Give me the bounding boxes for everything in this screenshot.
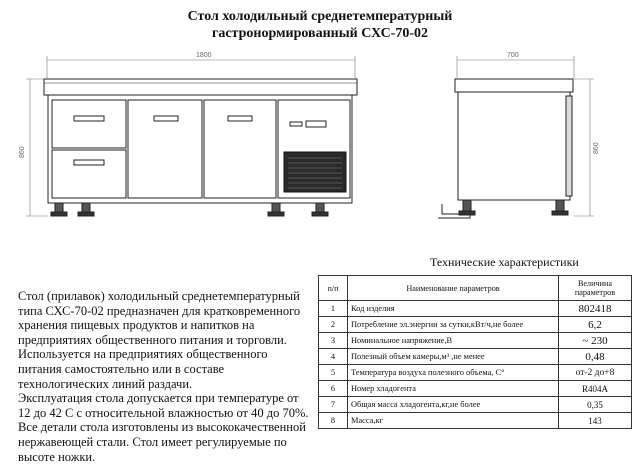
table-row: 3 Номинальное напряжение,В ~ 230 xyxy=(318,332,632,349)
row-num: 7 xyxy=(318,396,348,413)
row-name: Код изделия xyxy=(347,300,559,317)
row-value: 143 xyxy=(558,412,632,429)
row-value: ~ 230 xyxy=(558,332,632,349)
row-value: 802418 xyxy=(558,300,632,317)
row-num: 1 xyxy=(318,300,348,317)
dim-width: 1800 xyxy=(196,52,212,59)
row-value: 0,35 xyxy=(558,396,632,413)
table-row: 4 Полезный объем камеры,м³ ,не менее 0,4… xyxy=(318,348,632,365)
row-num: 2 xyxy=(318,316,348,333)
table-row: 2 Потребление эл.энергии за сутки,кВт/ч,… xyxy=(318,316,632,333)
product-description: Стол (прилавок) холодильный среднетемпер… xyxy=(18,289,310,464)
description-paragraph-2: Эксплуатация стола допускается при темпе… xyxy=(18,391,309,420)
table-row: 7 Общая масса хладогента,кг,не более 0,3… xyxy=(318,396,632,413)
technical-drawing: 1800 860 xyxy=(19,52,600,219)
row-name: Общая масса хладогента,кг,не более xyxy=(347,396,559,413)
specs-table: п/п Наименование параметров Величина пар… xyxy=(318,275,632,429)
row-name: Потребление эл.энергии за сутки,кВт/ч,не… xyxy=(347,316,559,333)
row-num: 5 xyxy=(318,364,348,381)
row-num: 3 xyxy=(318,332,348,349)
header-name: Наименование параметров xyxy=(347,275,559,301)
dim-height-side: 860 xyxy=(593,142,600,154)
row-name: Номинальное напряжение,В xyxy=(347,332,559,349)
row-value: от-2 до+8 xyxy=(558,364,632,381)
table-row: 5 Температура воздуха полезного объема, … xyxy=(318,364,632,381)
row-num: 8 xyxy=(318,412,348,429)
specs-header-row: п/п Наименование параметров Величина пар… xyxy=(318,275,632,301)
row-name: Масса,кг xyxy=(347,412,559,429)
description-paragraph-1: Стол (прилавок) холодильный среднетемпер… xyxy=(18,289,301,391)
row-value: R404A xyxy=(558,380,632,397)
header-value: Величина параметров xyxy=(558,275,632,301)
row-value: 0,48 xyxy=(558,348,632,365)
row-num: 6 xyxy=(318,380,348,397)
dim-depth: 700 xyxy=(507,52,519,59)
description-paragraph-3: Все детали стола изготовлены из высокока… xyxy=(18,420,306,464)
specs-title: Технические характеристики xyxy=(430,255,579,269)
table-row: 6 Номер хладогента R404A xyxy=(318,380,632,397)
table-row: 1 Код изделия 802418 xyxy=(318,300,632,317)
row-name: Номер хладогента xyxy=(347,380,559,397)
row-name: Полезный объем камеры,м³ ,не менее xyxy=(347,348,559,365)
dim-height: 860 xyxy=(19,146,26,158)
table-row: 8 Масса,кг 143 xyxy=(318,412,632,429)
title-line-1: Стол холодильный среднетемпературный xyxy=(187,9,453,24)
side-view: 700 860 xyxy=(438,52,600,219)
row-num: 4 xyxy=(318,348,348,365)
document-title: Стол холодильный среднетемпературный гас… xyxy=(150,8,490,42)
header-num: п/п xyxy=(318,275,348,301)
title-line-2: гастронормированный СХС-70-02 xyxy=(211,26,429,41)
row-value: 6,2 xyxy=(558,316,632,333)
front-view: 1800 860 xyxy=(19,52,358,217)
row-name: Температура воздуха полезного объема, С° xyxy=(347,364,559,381)
